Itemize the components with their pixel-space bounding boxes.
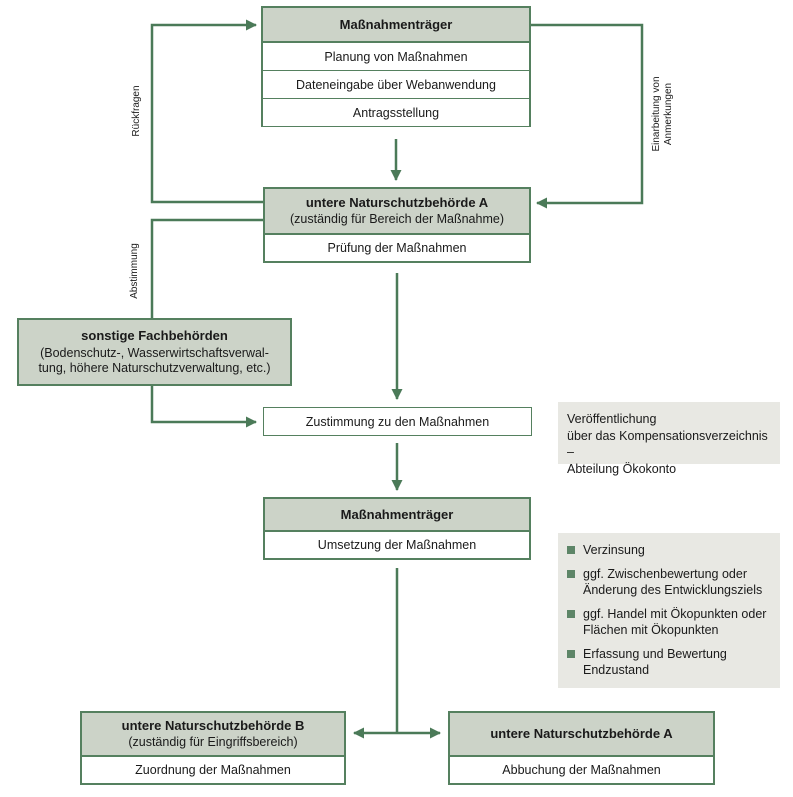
box-fachbehoerden: sonstige Fachbehörden (Bodenschutz-, Was… <box>17 318 292 386</box>
bullet-text: ggf. Zwischenbewertung oder <box>583 566 747 581</box>
row-text: Dateneingabe über Webanwendung <box>296 77 496 92</box>
edge-rueckfragen <box>150 19 263 204</box>
box-row: Abbuchung der Maßnahmen <box>450 757 713 783</box>
edge-label-line: Einarbeitung von <box>651 76 662 152</box>
box-subtitle-text: (zuständig für Bereich der Maßnahme) <box>290 212 504 226</box>
square-bullet-icon <box>567 609 575 618</box>
row-text: Prüfung der Maßnahmen <box>327 240 467 255</box>
edge-label-rueckfragen: Rückfragen <box>131 85 142 137</box>
box-subtitle-line1: (Bodenschutz-, Wasserwirtschaftsverwal- <box>40 346 269 360</box>
box-row: Planung von Maßnahmen <box>263 43 529 71</box>
row-text: Antragsstellung <box>352 105 440 120</box>
box-title-text: Maßnahmenträger <box>339 16 453 32</box>
bullet-text: Änderung des Entwicklungsziels <box>583 583 763 597</box>
note-line: Veröffentlichung <box>567 412 657 426</box>
square-bullet-icon <box>567 546 575 554</box>
box-title: untere Naturschutzbehörde A <box>450 713 713 757</box>
box-naturschutzbehoerde-a: untere Naturschutzbehörde A (zuständig f… <box>263 187 531 263</box>
edge-label-abstimmung: Abstimmung <box>129 243 140 299</box>
box-row: Prüfung der Maßnahmen <box>265 235 529 260</box>
note-bullet-list: Verzinsung ggf. Zwischenbewertung oder Ä… <box>558 533 780 688</box>
row-text: Planung von Maßnahmen <box>324 49 468 64</box>
box-massnahmentraeger-mid: Maßnahmenträger Umsetzung der Maßnahmen <box>263 497 531 560</box>
box-title: Maßnahmenträger <box>265 499 529 532</box>
box-title: untere Naturschutzbehörde B (zuständig f… <box>82 713 344 757</box>
bullet-text: Erfassung und Bewertung <box>583 646 727 661</box>
box-title-text: Maßnahmenträger <box>340 506 454 522</box>
note-line: über das Kompensationsverzeichnis – <box>567 428 768 460</box>
list-item: Verzinsung <box>567 542 772 559</box>
box-zustimmung: Zustimmung zu den Maßnahmen <box>263 407 532 436</box>
bullet-text: Verzinsung <box>583 543 645 557</box>
box-row: Zuordnung der Maßnahmen <box>82 757 344 783</box>
bullet-text: ggf. Handel mit Ökopunkten oder <box>583 606 767 621</box>
note-line: Abteilung Ökokonto <box>567 461 677 476</box>
square-bullet-icon <box>567 649 575 658</box>
bullet-text: Endzustand <box>583 663 650 677</box>
box-title: Maßnahmenträger <box>263 8 529 43</box>
square-bullet-icon <box>567 569 575 578</box>
edge-einarbeitung <box>531 23 644 209</box>
box-label-text: Zustimmung zu den Maßnahmen <box>305 414 490 429</box>
box-row: Antragsstellung <box>263 99 529 126</box>
box-subtitle-line2: tung, höhere Naturschutzverwaltung, etc.… <box>38 361 271 375</box>
edge-abstimmung <box>150 218 263 318</box>
box-title: untere Naturschutzbehörde A (zuständig f… <box>265 189 529 235</box>
box-subtitle-text: (zuständig für Eingriffsbereich) <box>128 735 298 749</box>
box-naturschutzbehoerde-a2: untere Naturschutzbehörde A Abbuchung de… <box>448 711 715 785</box>
list-item: Erfassung und Bewertung Endzustand <box>567 646 772 679</box>
row-text: Zuordnung der Maßnahmen <box>135 763 291 777</box>
box-title-text: untere Naturschutzbehörde A <box>305 195 489 210</box>
list-item: ggf. Zwischenbewertung oder Änderung des… <box>567 566 772 599</box>
box-naturschutzbehoerde-b: untere Naturschutzbehörde B (zuständig f… <box>80 711 346 785</box>
box-title-text: untere Naturschutzbehörde B <box>121 718 305 733</box>
list-item: ggf. Handel mit Ökopunkten oder Flächen … <box>567 606 772 639</box>
edge-label-line: Anmerkungen <box>663 82 674 146</box>
edge-label-einarbeitung: Einarbeitung von Anmerkungen <box>651 44 675 184</box>
box-row: Dateneingabe über Webanwendung <box>263 71 529 99</box>
note-veroeffentlichung: Veröffentlichung über das Kompensationsv… <box>558 402 780 476</box>
box-row: Umsetzung der Maßnahmen <box>265 532 529 558</box>
box-title-text: untere Naturschutzbehörde A <box>490 726 673 741</box>
box-massnahmentraeger-top: Maßnahmenträger Planung von Maßnahmen Da… <box>261 6 531 127</box>
edge-fachbehoerden-zustimmung <box>150 386 257 428</box>
row-text: Umsetzung der Maßnahmen <box>317 538 477 552</box>
row-text: Abbuchung der Maßnahmen <box>502 763 661 777</box>
bullet-text: Flächen mit Ökopunkten <box>583 623 719 637</box>
box-title-text: sonstige Fachbehörden <box>81 328 228 343</box>
